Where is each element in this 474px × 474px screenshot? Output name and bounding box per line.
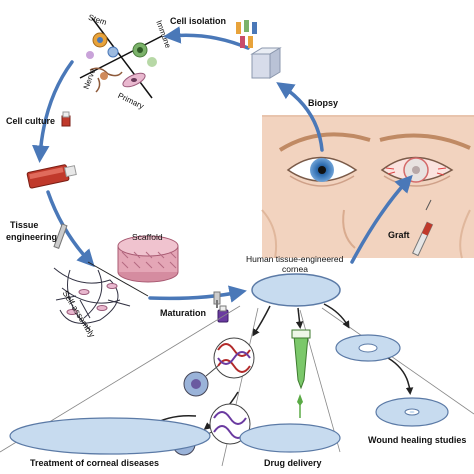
tissue-cube-icon (250, 47, 282, 79)
engineered-cornea (251, 273, 341, 307)
cell-isolation-label: Cell isolation (170, 16, 226, 26)
face-illustration (261, 115, 474, 259)
tissue-label: Tissue (10, 220, 38, 230)
primary-label: Primary (116, 91, 145, 111)
pipette-icon (53, 223, 68, 249)
treatment-label: Treatment of corneal diseases (30, 458, 159, 468)
culture-arrow (32, 60, 74, 163)
nerve-label: Nerve (82, 67, 98, 91)
healthy-eye (286, 156, 358, 187)
scaffold-icon (117, 235, 179, 283)
biopsy-label: Biopsy (308, 98, 338, 108)
assembly-divider (87, 261, 149, 297)
isolation-arrow (163, 26, 250, 50)
drug-delivery-pipette (291, 329, 311, 418)
cornea-label-line1: Human tissue-engineered (246, 254, 344, 264)
engineering-arrow (46, 190, 95, 268)
culture-flask-icon (26, 111, 77, 189)
vials-icon (236, 20, 257, 48)
wound-healing-label: Wound healing studies (368, 435, 466, 445)
maturation-arrow (148, 285, 247, 303)
drug-disc (239, 423, 341, 453)
engineering-label: engineering (6, 232, 57, 242)
cornea-label-line2: cornea (282, 264, 308, 274)
cell-culture-label: Cell culture (6, 116, 55, 126)
nerve-cell (89, 67, 123, 93)
cell-types-wheel: Stem Immune Primary Nerve (79, 13, 173, 111)
application-arrows (147, 303, 414, 430)
diseased-eye (380, 156, 454, 187)
immune-cell (132, 42, 157, 67)
wound-disc-1 (335, 334, 401, 362)
scaffold-label: Scaffold (132, 232, 163, 242)
drug-delivery-label: Drug delivery (264, 458, 322, 468)
self-assembly-label: Self-assembly (61, 289, 98, 340)
treatment-disc (9, 417, 211, 455)
biopsy-arrow (276, 82, 324, 152)
self-assembly-matrix (53, 267, 131, 331)
graft-arrow (350, 174, 413, 264)
graft-label: Graft (388, 230, 410, 240)
stem-cell (86, 32, 119, 59)
wound-disc-2 (375, 397, 449, 427)
primary-cell (122, 72, 146, 88)
syringe-icon (412, 199, 434, 257)
maturation-label: Maturation (160, 308, 206, 318)
